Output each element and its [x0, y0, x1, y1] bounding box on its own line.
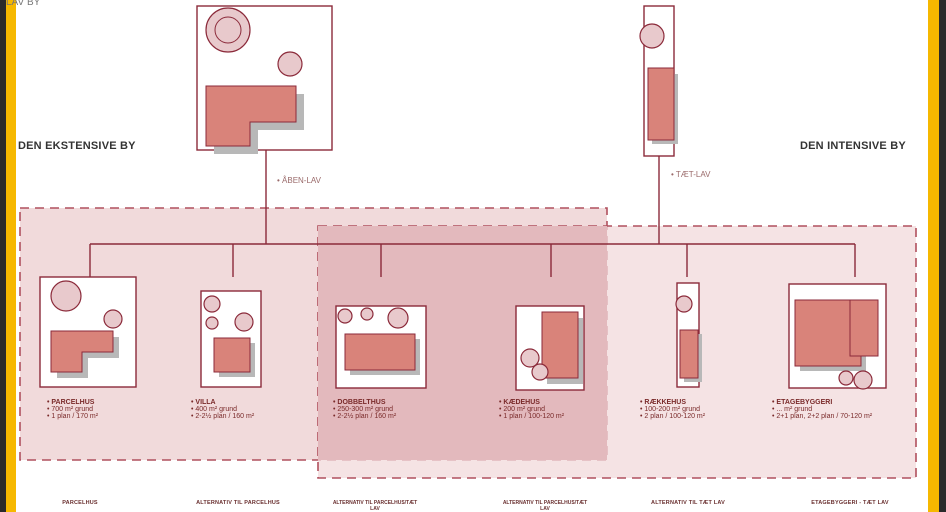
footer-etagebyggeri: ETAGEBYGGERI - TÆT LAV: [811, 500, 889, 506]
raekkehus-caption: • RÆKKEHUS • 100-200 m² grund • 2 plan /…: [640, 399, 706, 420]
etagebyggeri-caption: • ETAGEBYGGERI • ... m² grund • 2+1 plan…: [772, 399, 873, 420]
parcelhus-caption: • PARCELHUS • 700 m² grund • 1 plan / 17…: [47, 399, 99, 420]
left-border-edge: [0, 0, 6, 512]
footer-kaedehus: ALTERNATIV TIL PARCELHUS/TÆT LAV: [502, 500, 588, 512]
footer-raekkehus: ALTERNATIV TIL TÆT LAV: [651, 500, 725, 506]
kaedehus-caption: • KÆDEHUS • 200 m² grund • 1 plan / 100-…: [499, 399, 565, 420]
header-extensive: DEN EKSTENSIVE BY: [18, 140, 136, 152]
parcelhus-plot: [39, 276, 137, 388]
label-taet-lav: • TÆT-LAV: [671, 170, 711, 179]
connector-lines: [89, 131, 856, 277]
aaben-lav-plot: [196, 5, 333, 154]
taet-lav-plot: [639, 5, 678, 157]
dobbelthus-plot: [335, 305, 427, 389]
header-intensive: DEN INTENSIVE BY: [800, 140, 906, 152]
dobbelthus-caption: • DOBBELTHUS • 250-300 m² grund • 2-2½ p…: [333, 399, 397, 420]
right-border-edge: [939, 0, 946, 512]
villa-plot: [200, 290, 262, 388]
kaedehus-plot: [515, 305, 585, 391]
footer-parcelhus: PARCELHUS: [62, 500, 98, 506]
footer-villa: ALTERNATIV TIL PARCELHUS: [196, 500, 280, 506]
raekkehus-plot: [675, 282, 702, 388]
villa-caption: • VILLA • 400 m² grund • 2-2½ plan / 160…: [191, 399, 255, 420]
footer-dobbelthus: ALTERNATIV TIL PARCELHUS/TÆT LAV: [332, 500, 418, 512]
page-title: LAV BY: [6, 0, 41, 8]
etagebyggeri-plot: [788, 283, 887, 390]
label-aaben-lav: • ÅBEN-LAV: [277, 176, 321, 185]
